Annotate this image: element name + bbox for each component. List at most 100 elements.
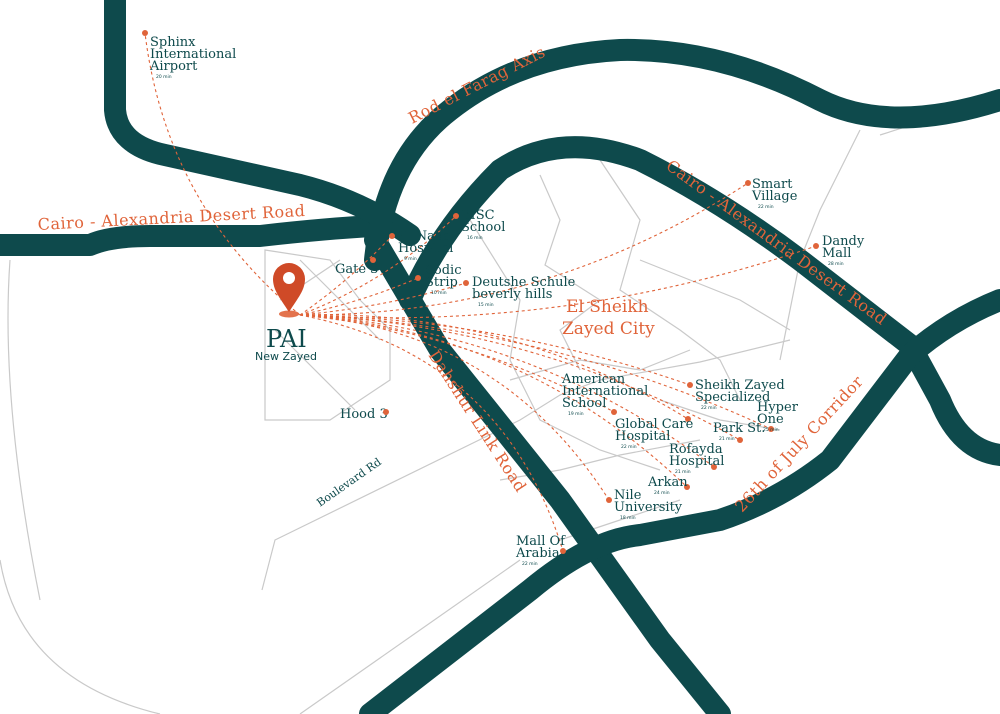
route-line [299,277,419,316]
destination-name: Mall Of [516,534,566,549]
destination-name: Hospital [669,454,724,469]
route-line [299,282,467,316]
destination-name: American [561,372,626,387]
destination-name: Park St. [713,421,765,436]
destination-name: Airport [149,59,198,74]
destination-dot[interactable] [684,484,690,490]
destination-dot[interactable] [745,180,751,186]
destination-time: 16 min [467,235,483,241]
route-line [299,182,749,316]
destination-dot[interactable] [611,409,617,415]
road-dahshur [364,229,731,714]
destination-time: 22 min [701,405,717,411]
destination-name: Sheikh Zayed [695,378,785,393]
destination-name: Strip [425,275,458,290]
destination-time: 10 min [431,290,447,296]
route-line [299,314,689,420]
route-line [144,32,301,316]
destination-name: One [757,412,784,427]
project-area: New Zayed [255,350,317,363]
road-rod-el-farag [364,38,1000,271]
destination-dot[interactable] [415,275,421,281]
route-line [299,314,741,441]
destination-label[interactable]: Park St.21 min [713,421,765,442]
hood-3-label: Hood 3 [340,407,388,422]
label-rod-el-farag: Rod el Farag Axis [405,42,548,128]
destination-name: Smart [752,177,793,192]
destination-time: 9 min [404,256,417,262]
destination-dot[interactable] [453,213,459,219]
destination-name: School [562,396,606,411]
destination-name: Rofayda [669,442,723,457]
road-cairo-alex-left [0,214,401,256]
destination-dot[interactable] [711,464,717,470]
road-cairo-alex-right [399,136,1000,466]
destination-time: 21 min [719,436,735,442]
destination-name: Arkan [647,475,688,490]
destination-name: Dandy [822,234,865,249]
hood-3-dot [383,409,389,415]
route-line [299,314,715,468]
destination-name: Nile [614,488,642,503]
destination-time: 25 min [763,427,779,433]
destination-time: 22 min [522,561,538,567]
destination-dot[interactable] [737,437,743,443]
destination-name: Deutshe Schule [472,275,576,290]
route-line [299,314,610,501]
destination-name: Village [751,189,798,204]
project-name: PAI [266,325,307,353]
destination-name: beverly hills [472,287,552,302]
destination-dot[interactable] [463,280,469,286]
destination-dot[interactable] [687,382,693,388]
destination-time: 24 min [654,490,670,496]
destination-dot[interactable] [606,497,612,503]
destination-name: University [614,500,683,515]
destination-dot[interactable] [560,548,566,554]
destination-name: Hospital [398,241,453,256]
area-label-line1: El Sheikh [566,297,649,317]
destination-dots [142,30,819,554]
route-line [299,314,564,552]
destination-name: Sphinx [150,35,196,50]
destination-time: 20 min [156,74,172,80]
gate-3-dot [370,257,376,263]
route-line [299,314,691,386]
destination-name: Mall [822,246,851,261]
destination-dot[interactable] [142,30,148,36]
destination-dot[interactable] [389,233,395,239]
route-line [299,314,688,488]
destination-name: Hospital [615,429,670,444]
destination-name: Hyper [757,400,799,415]
project-marker[interactable] [273,263,305,318]
route-lines [144,32,817,552]
destination-name: Specialized [695,390,770,405]
destination-dot[interactable] [768,426,774,432]
destination-name: El Nada [398,229,451,244]
route-line [299,215,457,316]
destination-dot[interactable] [685,416,691,422]
destination-name: Arabia [515,546,560,561]
destination-name: School [461,220,505,235]
destination-dot[interactable] [813,243,819,249]
destination-name: Sodic [425,263,462,278]
destination-time: 15 min [478,302,494,308]
destination-time: 22 min [758,204,774,210]
road-26-july [359,289,1000,714]
